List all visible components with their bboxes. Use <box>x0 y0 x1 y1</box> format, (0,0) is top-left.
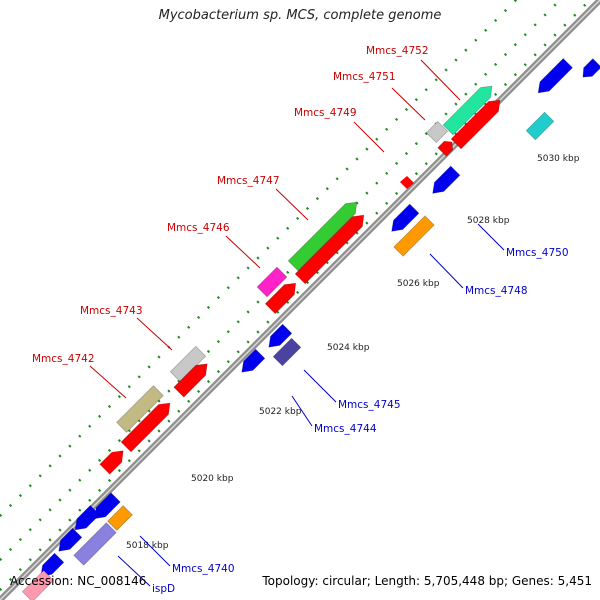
gene-feature[interactable] <box>256 266 288 298</box>
label-leader-line <box>291 395 313 427</box>
gene-feature[interactable] <box>287 197 362 272</box>
position-label: 5028 kbp <box>467 216 510 226</box>
gene-label[interactable]: Mmcs_4750 <box>506 247 569 259</box>
gene-feature[interactable] <box>579 58 600 82</box>
gene-feature[interactable] <box>116 385 164 433</box>
gene-feature[interactable] <box>73 522 117 566</box>
gene-feature[interactable] <box>237 348 266 377</box>
gene-feature[interactable] <box>294 210 369 285</box>
label-leader-line <box>225 235 261 269</box>
gene-feature[interactable] <box>173 359 212 398</box>
label-leader-line <box>136 317 173 351</box>
gene-feature[interactable] <box>428 165 461 198</box>
gene-feature[interactable] <box>99 446 128 475</box>
gene-feature[interactable] <box>534 57 574 98</box>
gene-feature[interactable] <box>393 215 435 257</box>
label-leader-line <box>353 121 385 153</box>
position-label: 5030 kbp <box>537 154 580 164</box>
gene-feature[interactable] <box>107 505 133 531</box>
gene-feature[interactable] <box>21 569 55 600</box>
gene-feature[interactable] <box>425 120 449 144</box>
gene-label[interactable]: Mmcs_4740 <box>172 563 235 575</box>
gene-feature[interactable] <box>442 81 497 136</box>
gene-feature[interactable] <box>169 345 207 383</box>
gene-feature[interactable] <box>90 492 121 523</box>
gene-feature-fragment[interactable] <box>400 176 414 189</box>
gene-label[interactable]: Mmcs_4748 <box>465 285 528 297</box>
gene-feature[interactable] <box>437 138 456 157</box>
label-leader-line <box>391 87 426 121</box>
position-label: 5026 kbp <box>397 279 440 289</box>
gene-label[interactable]: Mmcs_4742 <box>32 353 95 365</box>
label-leader-line <box>139 535 171 567</box>
gene-feature[interactable] <box>264 323 293 352</box>
gene-feature[interactable] <box>264 278 300 315</box>
gene-label[interactable]: Mmcs_4749 <box>294 107 357 119</box>
gene-label[interactable]: Mmcs_4746 <box>167 222 230 234</box>
accession-label: Accession: NC_008146 <box>10 574 147 588</box>
gene-label[interactable]: Mmcs_4744 <box>314 423 377 435</box>
label-leader-line <box>303 369 337 403</box>
label-leader-line <box>420 59 461 101</box>
gene-label[interactable]: Mmcs_4751 <box>333 71 396 83</box>
gene-feature[interactable] <box>387 203 420 236</box>
gene-feature[interactable] <box>71 504 101 535</box>
gene-feature[interactable] <box>120 398 175 453</box>
position-label: 5018 kbp <box>126 541 169 551</box>
gene-feature[interactable] <box>54 527 83 556</box>
gene-feature[interactable] <box>525 111 555 141</box>
label-leader-line <box>117 555 151 587</box>
map-title: Mycobacterium sp. MCS, complete genome <box>158 8 442 23</box>
position-label: 5022 kbp <box>259 407 302 417</box>
topology-label: Topology: circular; Length: 5,705,448 bp… <box>262 574 592 588</box>
gene-label[interactable]: ispD <box>152 583 175 595</box>
label-leader-line <box>275 188 309 221</box>
gene-feature[interactable] <box>272 337 302 367</box>
position-label: 5020 kbp <box>191 474 234 484</box>
label-leader-line <box>477 223 505 251</box>
label-leader-line <box>89 365 127 399</box>
label-leader-line <box>429 253 464 289</box>
gene-label[interactable]: Mmcs_4752 <box>366 45 429 57</box>
gene-feature[interactable] <box>450 95 505 150</box>
gene-label[interactable]: Mmcs_4745 <box>338 399 401 411</box>
position-label: 5024 kbp <box>327 343 370 353</box>
gene-label[interactable]: Mmcs_4747 <box>217 175 280 187</box>
gene-label[interactable]: Mmcs_4743 <box>80 305 143 317</box>
